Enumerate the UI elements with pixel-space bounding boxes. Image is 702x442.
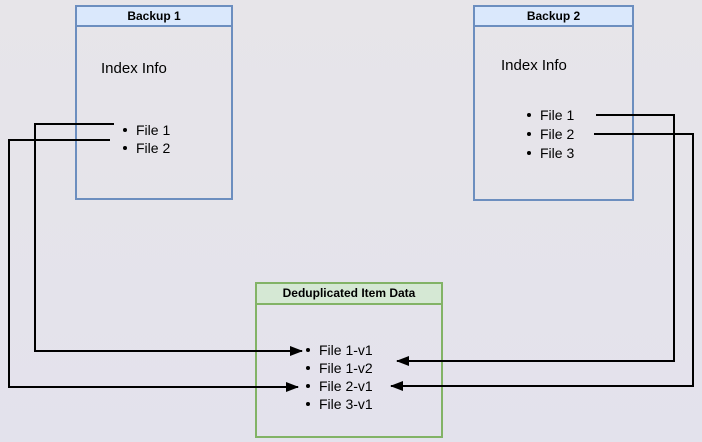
file-label: File 1 [540, 106, 575, 123]
list-item: File 2 [527, 124, 632, 143]
node-deduplicated-item-data: Deduplicated Item Data File 1-v1 File 1-… [255, 282, 443, 438]
bullet-icon [123, 146, 127, 150]
bullet-icon [527, 150, 531, 155]
node-backup-1: Backup 1 Index Info File 1 File 2 [75, 5, 233, 200]
bullet-icon [527, 112, 531, 117]
list-item: File 2-v1 [306, 377, 441, 395]
file-label: File 2 [540, 125, 575, 142]
list-item: File 1 [123, 121, 231, 139]
file-label: File 3-v1 [319, 396, 373, 412]
file-label: File 3 [540, 144, 575, 161]
bullet-icon [306, 366, 310, 370]
backup1-file-list: File 1 File 2 [77, 121, 231, 157]
list-item: File 1-v2 [306, 359, 441, 377]
bullet-icon [123, 128, 127, 132]
list-item: File 2 [123, 139, 231, 157]
list-item: File 1-v1 [306, 341, 441, 359]
list-item: File 3 [527, 143, 632, 162]
list-item: File 3-v1 [306, 395, 441, 413]
node-dedup-title: Deduplicated Item Data [257, 284, 441, 305]
file-label: File 1-v2 [319, 360, 373, 376]
file-label: File 1 [136, 122, 171, 138]
list-item: File 1 [527, 105, 632, 124]
bullet-icon [306, 384, 310, 388]
node-backup-1-title: Backup 1 [77, 7, 231, 27]
node-backup-2: Backup 2 Index Info File 1 File 2 File 3 [473, 5, 634, 201]
file-label: File 1-v1 [319, 342, 373, 358]
backup2-file-list: File 1 File 2 File 3 [475, 105, 632, 162]
backup1-index-info-label: Index Info [101, 60, 167, 77]
backup2-index-info-label: Index Info [501, 57, 567, 74]
bullet-icon [306, 348, 310, 352]
bullet-icon [527, 131, 531, 136]
file-label: File 2 [136, 140, 171, 156]
dedup-item-list: File 1-v1 File 1-v2 File 2-v1 File 3-v1 [257, 341, 441, 413]
file-label: File 2-v1 [319, 378, 373, 394]
bullet-icon [306, 402, 310, 406]
node-backup-2-title: Backup 2 [475, 7, 632, 27]
